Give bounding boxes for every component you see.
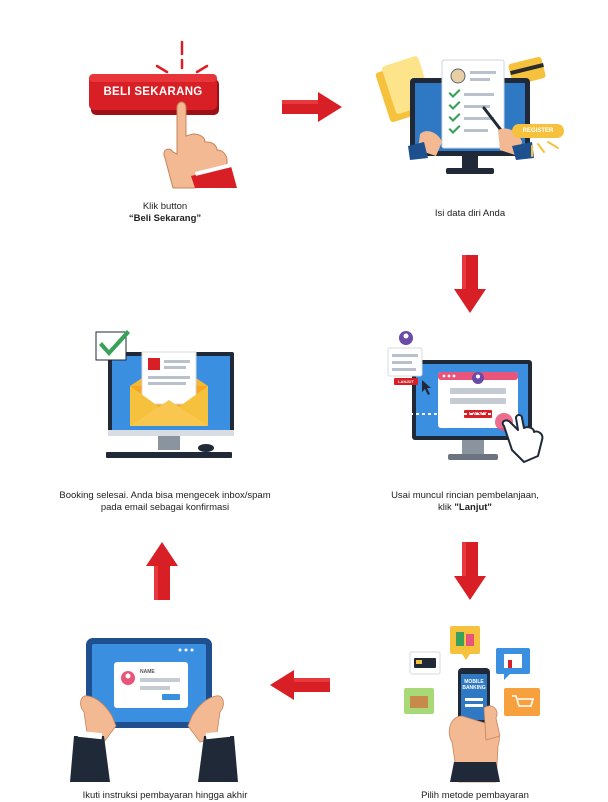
step-5-caption: Ikuti instruksi pembayaran hingga akhir <box>45 790 285 802</box>
step-3-caption-line1: Usai muncul rincian pembelanjaan, <box>391 490 539 501</box>
step-3-illustration: LANJUT LANJUT <box>387 330 558 470</box>
step-1-caption-bold: “Beli Sekarang” <box>128 213 202 224</box>
step-3-caption-line2: klik "Lanjut" <box>365 502 565 514</box>
step-4-caption: Pilih metode pembayaran <box>380 790 570 802</box>
step-6-caption-line2: pada email sebagai konfirmasi <box>100 502 230 513</box>
step-1-caption: Klik button “Beli Sekarang” <box>90 201 240 225</box>
register-label: REGISTER <box>522 128 554 134</box>
step-3-caption-prefix: klik <box>438 502 455 513</box>
step-3-caption: Usai muncul rincian pembelanjaan, klik "… <box>365 490 565 514</box>
arrow-down-icon <box>454 540 486 602</box>
step-2-caption-line: Isi data diri Anda <box>434 208 506 219</box>
lanjut-tab-label: LANJUT <box>398 379 414 384</box>
step-4-caption-line: Pilih metode pembayaran <box>421 790 529 801</box>
step-4-illustration: MOBILE BANKING <box>400 622 550 783</box>
step-3-caption-bold: "Lanjut" <box>454 502 492 513</box>
step-6-illustration <box>94 322 244 467</box>
step-2-caption: Isi data diri Anda <box>395 208 545 220</box>
step-6-caption-line1: Booking selesai. Anda bisa mengecek inbo… <box>59 490 271 501</box>
lanjut-button-label: LANJUT <box>469 411 487 416</box>
step-2-illustration: REGISTER <box>372 38 572 186</box>
step-5-illustration: NAME <box>70 632 250 782</box>
step-1-caption-line: Klik button <box>142 201 188 212</box>
step-5-caption-line: Ikuti instruksi pembayaran hingga akhir <box>82 790 248 801</box>
arrow-left-icon <box>268 670 332 700</box>
step-1-illustration: BELI SEKARANG <box>75 38 255 189</box>
arrow-down-icon <box>454 253 486 315</box>
beli-sekarang-button: BELI SEKARANG <box>103 86 203 98</box>
arrow-up-icon <box>146 540 178 602</box>
arrow-right-icon <box>280 92 344 122</box>
step-6-caption: Booking selesai. Anda bisa mengecek inbo… <box>40 490 290 514</box>
name-field-label: NAME <box>140 669 155 675</box>
mobile-banking-label: MOBILE BANKING <box>462 679 486 691</box>
